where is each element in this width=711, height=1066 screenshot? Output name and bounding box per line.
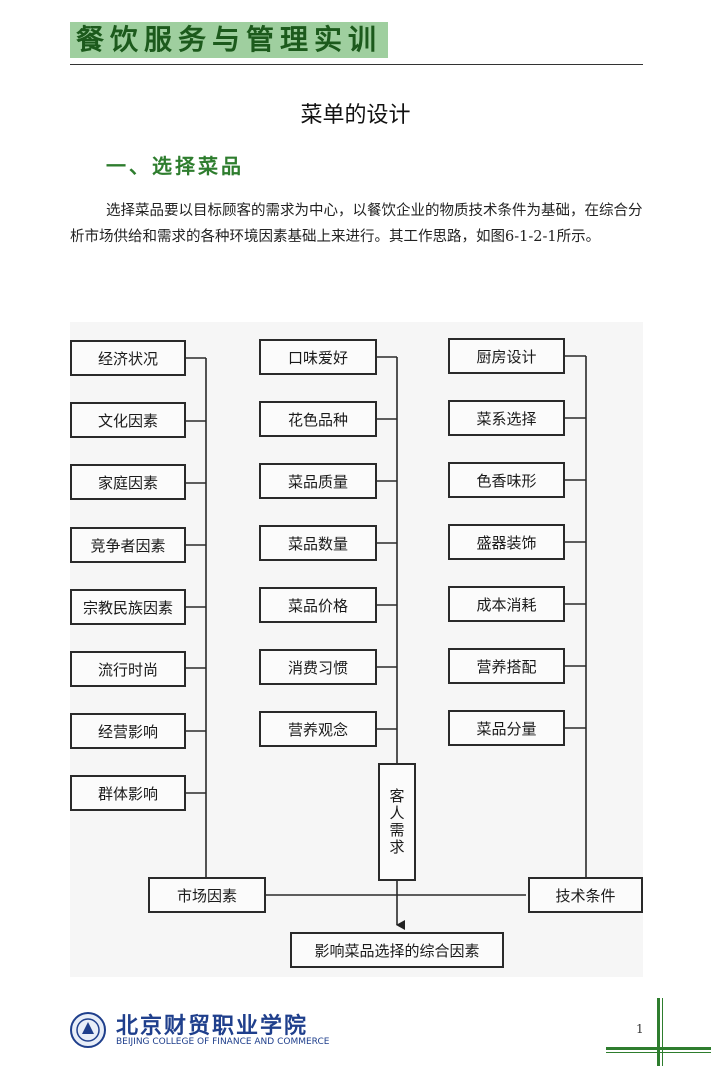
- result-box: 影响菜品选择的综合因素: [290, 932, 504, 968]
- corner-mark: [662, 998, 663, 1066]
- tech-conditions-box: 技术条件: [528, 877, 643, 913]
- corner-mark: [606, 1052, 711, 1053]
- school-logo-icon: [70, 1012, 106, 1048]
- factor-box: 竞争者因素: [70, 527, 186, 563]
- customer-needs-box: 客人需求: [378, 763, 416, 881]
- corner-mark: [657, 998, 660, 1066]
- page-title: 菜单的设计: [300, 103, 411, 128]
- corner-mark: [606, 1047, 711, 1050]
- factor-box: 群体影响: [70, 775, 186, 811]
- factor-box: 菜品数量: [259, 525, 377, 561]
- factor-box: 菜品分量: [448, 710, 565, 746]
- factor-box: 营养搭配: [448, 648, 565, 684]
- school-name: 北京财贸职业学院: [116, 1013, 309, 1039]
- paragraph-text: 选择菜品要以目标顾客的需求为中心，以餐饮企业的物质技术条件为基础，在综合分析市场…: [70, 203, 643, 245]
- factor-box: 消费习惯: [259, 649, 377, 685]
- factor-box: 色香味形: [448, 462, 565, 498]
- header-divider: [70, 64, 643, 65]
- factor-box: 营养观念: [259, 711, 377, 747]
- factor-box: 厨房设计: [448, 338, 565, 374]
- factor-box: 流行时尚: [70, 651, 186, 687]
- factor-box: 经济状况: [70, 340, 186, 376]
- factor-box: 口味爱好: [259, 339, 377, 375]
- factor-box: 家庭因素: [70, 464, 186, 500]
- factor-box: 经营影响: [70, 713, 186, 749]
- flow-diagram: 经济状况文化因素家庭因素竞争者因素宗教民族因素流行时尚经营影响群体影响 口味爱好…: [70, 322, 643, 977]
- factor-box: 成本消耗: [448, 586, 565, 622]
- factor-box: 菜品质量: [259, 463, 377, 499]
- factor-box: 宗教民族因素: [70, 589, 186, 625]
- factor-box: 文化因素: [70, 402, 186, 438]
- diagram-connectors: [186, 355, 587, 930]
- factor-box: 菜品价格: [259, 587, 377, 623]
- factor-box: 花色品种: [259, 401, 377, 437]
- section-heading: 一、选择菜品: [106, 154, 244, 178]
- page-number: 1: [636, 1022, 644, 1036]
- school-name-english: BEIJING COLLEGE OF FINANCE AND COMMERCE: [116, 1037, 330, 1047]
- header-title: 餐饮服务与管理实训: [70, 22, 389, 58]
- body-paragraph: 选择菜品要以目标顾客的需求为中心，以餐饮企业的物质技术条件为基础，在综合分析市场…: [70, 198, 643, 250]
- factor-box: 菜系选择: [448, 400, 565, 436]
- factor-box: 盛器装饰: [448, 524, 565, 560]
- market-factors-box: 市场因素: [148, 877, 266, 913]
